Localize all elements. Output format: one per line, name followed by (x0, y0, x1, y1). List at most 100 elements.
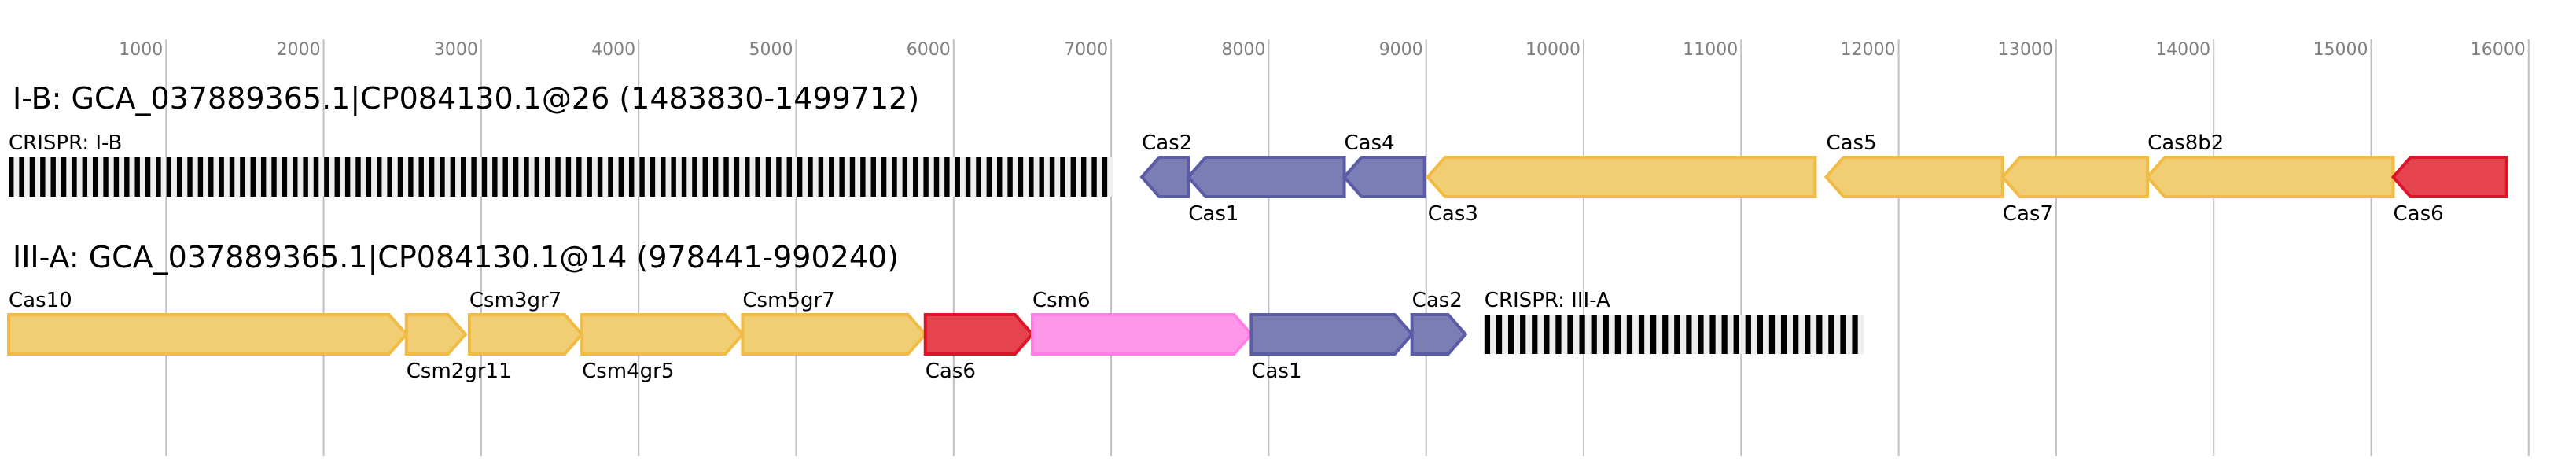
gene-label: Cas6 (926, 360, 976, 383)
crispr-repeat (1591, 315, 1597, 354)
crispr-repeat (9, 157, 14, 197)
gene-cas10[interactable]: Cas10 (7, 289, 409, 356)
gene-csm6[interactable]: Csm6 (1030, 289, 1254, 356)
crispr-repeat (1662, 315, 1669, 354)
crispr-repeat (1496, 315, 1503, 354)
crispr-repeat (429, 157, 435, 197)
crispr-repeat (418, 157, 424, 197)
crispr-repeat (544, 157, 550, 197)
crispr-repeat (870, 157, 876, 197)
crispr-array[interactable]: CRISPR: I-B (9, 131, 1113, 197)
crispr-repeat (639, 157, 645, 197)
crispr-repeat (839, 157, 845, 197)
tick-label: 11000 (1683, 40, 1738, 60)
gene-arrow (923, 313, 1035, 356)
crispr-repeat (471, 157, 477, 197)
tick-label: 2000 (277, 40, 321, 60)
crispr-repeat (187, 157, 193, 197)
crispr-repeat (1567, 315, 1573, 354)
gene-label: Cas1 (1251, 360, 1301, 383)
tick-label: 13000 (1998, 40, 2053, 60)
gene-arrow (1186, 156, 1346, 198)
gene-csm2gr11[interactable]: Csm2gr11 (404, 313, 512, 383)
crispr-repeat (1805, 315, 1811, 354)
crispr-repeat (776, 157, 782, 197)
tick-label: 7000 (1064, 40, 1108, 60)
crispr-repeat (1102, 157, 1108, 197)
gene-cas2[interactable]: Cas2 (1139, 131, 1192, 198)
crispr-repeat (334, 157, 340, 197)
crispr-repeat (271, 157, 277, 197)
gene-arrow (1249, 313, 1415, 356)
tick-label: 16000 (2471, 40, 2526, 60)
crispr-array[interactable]: CRISPR: III-A (1484, 289, 1864, 354)
gene-csm3gr7[interactable]: Csm3gr7 (467, 289, 584, 356)
crispr-repeat (745, 157, 750, 197)
gene-cas2[interactable]: Cas2 (1410, 289, 1468, 356)
crispr-repeat (377, 157, 382, 197)
gene-cas1[interactable]: Cas1 (1249, 313, 1415, 383)
gene-label: Cas4 (1345, 131, 1395, 155)
gene-arrow (404, 313, 468, 356)
crispr-repeat (1721, 315, 1728, 354)
tick-label: 9000 (1379, 40, 1423, 60)
crispr-repeat (650, 157, 656, 197)
crispr-repeat (1733, 315, 1739, 354)
crispr-repeat (481, 157, 488, 197)
crispr-repeat (1007, 157, 1013, 197)
crispr-repeat (712, 157, 719, 197)
crispr-repeat (260, 157, 267, 197)
crispr-repeat (576, 157, 582, 197)
crispr-repeat (1698, 315, 1704, 354)
crispr-repeat (502, 157, 508, 197)
gene-cas6[interactable]: Cas6 (2390, 156, 2508, 226)
gene-cas3[interactable]: Cas3 (1426, 156, 1817, 226)
gene-arrow (2000, 156, 2150, 198)
crispr-repeat (681, 157, 687, 197)
crispr-repeat (1768, 315, 1776, 354)
gene-cas6[interactable]: Cas6 (923, 313, 1035, 383)
tick-label: 15000 (2313, 40, 2368, 60)
crispr-repeat (293, 157, 298, 197)
crispr-repeat (492, 157, 498, 197)
crispr-repeat (344, 157, 351, 197)
gene-csm5gr7[interactable]: Csm5gr7 (741, 289, 928, 356)
crispr-repeat (282, 157, 288, 197)
gene-cas5[interactable]: Cas5 (1823, 131, 2004, 198)
gene-cas7[interactable]: Cas7 (2000, 156, 2150, 226)
track-title: III-A: GCA_037889365.1|CP084130.1@14 (97… (13, 240, 899, 275)
crispr-repeat (1029, 157, 1034, 197)
crispr-repeat (29, 157, 35, 197)
gene-cas8b2[interactable]: Cas8b2 (2145, 131, 2395, 198)
gene-cas1[interactable]: Cas1 (1186, 156, 1346, 226)
gene-arrow (2145, 156, 2395, 198)
gene-csm4gr5[interactable]: Csm4gr5 (580, 313, 745, 383)
crispr-repeat (1709, 315, 1716, 354)
crispr-repeat (50, 157, 56, 197)
crispr-repeat (40, 157, 46, 197)
crispr-repeat (1828, 315, 1834, 354)
gridlines (165, 39, 2530, 456)
crispr-repeat (103, 157, 109, 197)
gene-label: Csm5gr7 (742, 289, 834, 312)
crispr-repeat (1555, 315, 1562, 354)
crispr-repeat (166, 157, 172, 197)
crispr-repeat (1507, 315, 1514, 354)
crispr-repeat (1039, 157, 1044, 197)
tick-label: 8000 (1221, 40, 1265, 60)
crispr-repeat (986, 157, 992, 197)
crispr-repeat (1060, 157, 1065, 197)
crispr-repeat (1638, 315, 1645, 354)
gene-arrow (1030, 313, 1254, 356)
crispr-repeat (303, 157, 308, 197)
crispr-repeat (702, 157, 708, 197)
crispr-repeat (1018, 157, 1024, 197)
crispr-repeat (461, 157, 466, 197)
gene-cas4[interactable]: Cas4 (1341, 131, 1426, 198)
crispr-repeat (1091, 157, 1097, 197)
crispr-repeat (229, 157, 235, 197)
gene-label: Csm6 (1032, 289, 1091, 312)
crispr-repeat (1780, 315, 1787, 354)
